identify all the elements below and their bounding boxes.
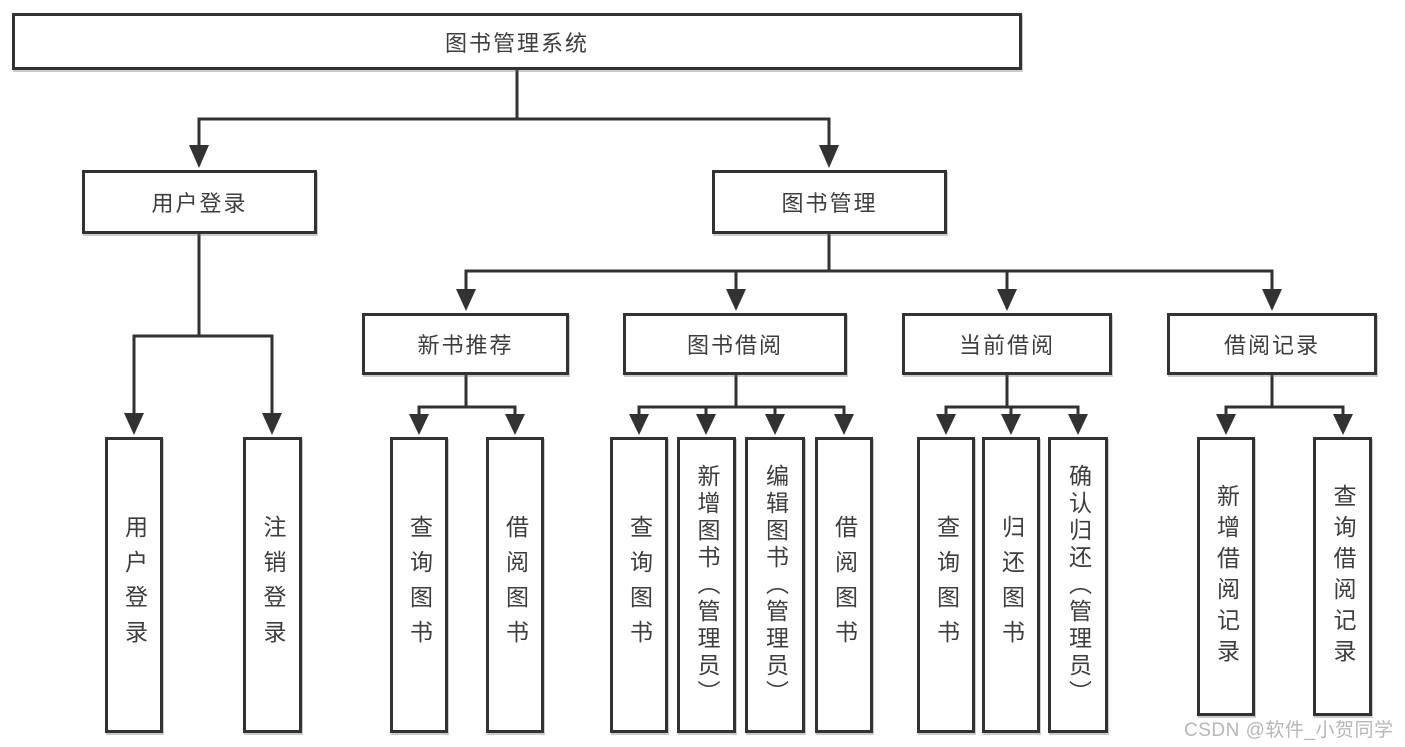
node-leaf-logout: 注销登录 bbox=[243, 437, 302, 733]
node-leaf-borrow-books: 借阅图书 bbox=[815, 437, 873, 733]
leaf-label: 借阅图书 bbox=[502, 515, 529, 655]
node-book-management: 图书管理 bbox=[712, 170, 947, 234]
leaf-label: 确认归还（管理员） bbox=[1065, 463, 1092, 707]
leaf-label: 编辑图书（管理员） bbox=[762, 463, 789, 707]
node-root-label: 图书管理系统 bbox=[444, 30, 589, 56]
watermark: CSDN @软件_小贺同学 bbox=[1184, 720, 1394, 741]
node-new-book-recommend-label: 新书推荐 bbox=[417, 333, 514, 358]
node-root: 图书管理系统 bbox=[12, 13, 1022, 70]
leaf-label: 归还图书 bbox=[998, 515, 1025, 655]
leaf-label: 新增图书（管理员） bbox=[694, 463, 720, 707]
node-book-borrow: 图书借阅 bbox=[623, 313, 847, 375]
node-user-login: 用户登录 bbox=[82, 170, 317, 234]
leaf-label: 查询图书 bbox=[626, 515, 653, 655]
leaf-label: 查询借阅记录 bbox=[1330, 483, 1356, 670]
node-leaf-borrow-books-recommend: 借阅图书 bbox=[486, 437, 544, 733]
node-leaf-add-borrow-record: 新增借阅记录 bbox=[1197, 437, 1255, 716]
node-leaf-edit-book-admin: 编辑图书（管理员） bbox=[745, 437, 805, 733]
node-user-login-label: 用户登录 bbox=[151, 191, 248, 216]
node-book-borrow-label: 图书借阅 bbox=[686, 333, 783, 358]
node-leaf-query-books-current: 查询图书 bbox=[917, 437, 975, 733]
node-leaf-query-books-borrow: 查询图书 bbox=[610, 437, 668, 733]
leaf-label: 新增借阅记录 bbox=[1213, 483, 1240, 670]
node-new-book-recommend: 新书推荐 bbox=[362, 313, 569, 375]
node-leaf-return-books: 归还图书 bbox=[982, 437, 1040, 733]
node-current-borrow-label: 当前借阅 bbox=[958, 333, 1055, 358]
leaf-label: 用户登录 bbox=[121, 515, 148, 655]
leaf-label: 查询图书 bbox=[933, 515, 960, 655]
leaf-label: 查询图书 bbox=[406, 515, 433, 655]
node-leaf-user-login: 用户登录 bbox=[105, 437, 163, 733]
node-borrow-records: 借阅记录 bbox=[1167, 313, 1377, 375]
leaf-label: 借阅图书 bbox=[831, 515, 858, 655]
node-leaf-confirm-return-admin: 确认归还（管理员） bbox=[1048, 437, 1108, 733]
leaf-label: 注销登录 bbox=[260, 515, 286, 655]
node-leaf-add-book-admin: 新增图书（管理员） bbox=[677, 437, 736, 733]
node-borrow-records-label: 借阅记录 bbox=[1223, 333, 1320, 358]
node-book-management-label: 图书管理 bbox=[781, 191, 878, 216]
node-current-borrow: 当前借阅 bbox=[902, 313, 1112, 375]
node-leaf-query-books-recommend: 查询图书 bbox=[390, 437, 448, 733]
node-leaf-query-borrow-record: 查询借阅记录 bbox=[1313, 437, 1372, 716]
